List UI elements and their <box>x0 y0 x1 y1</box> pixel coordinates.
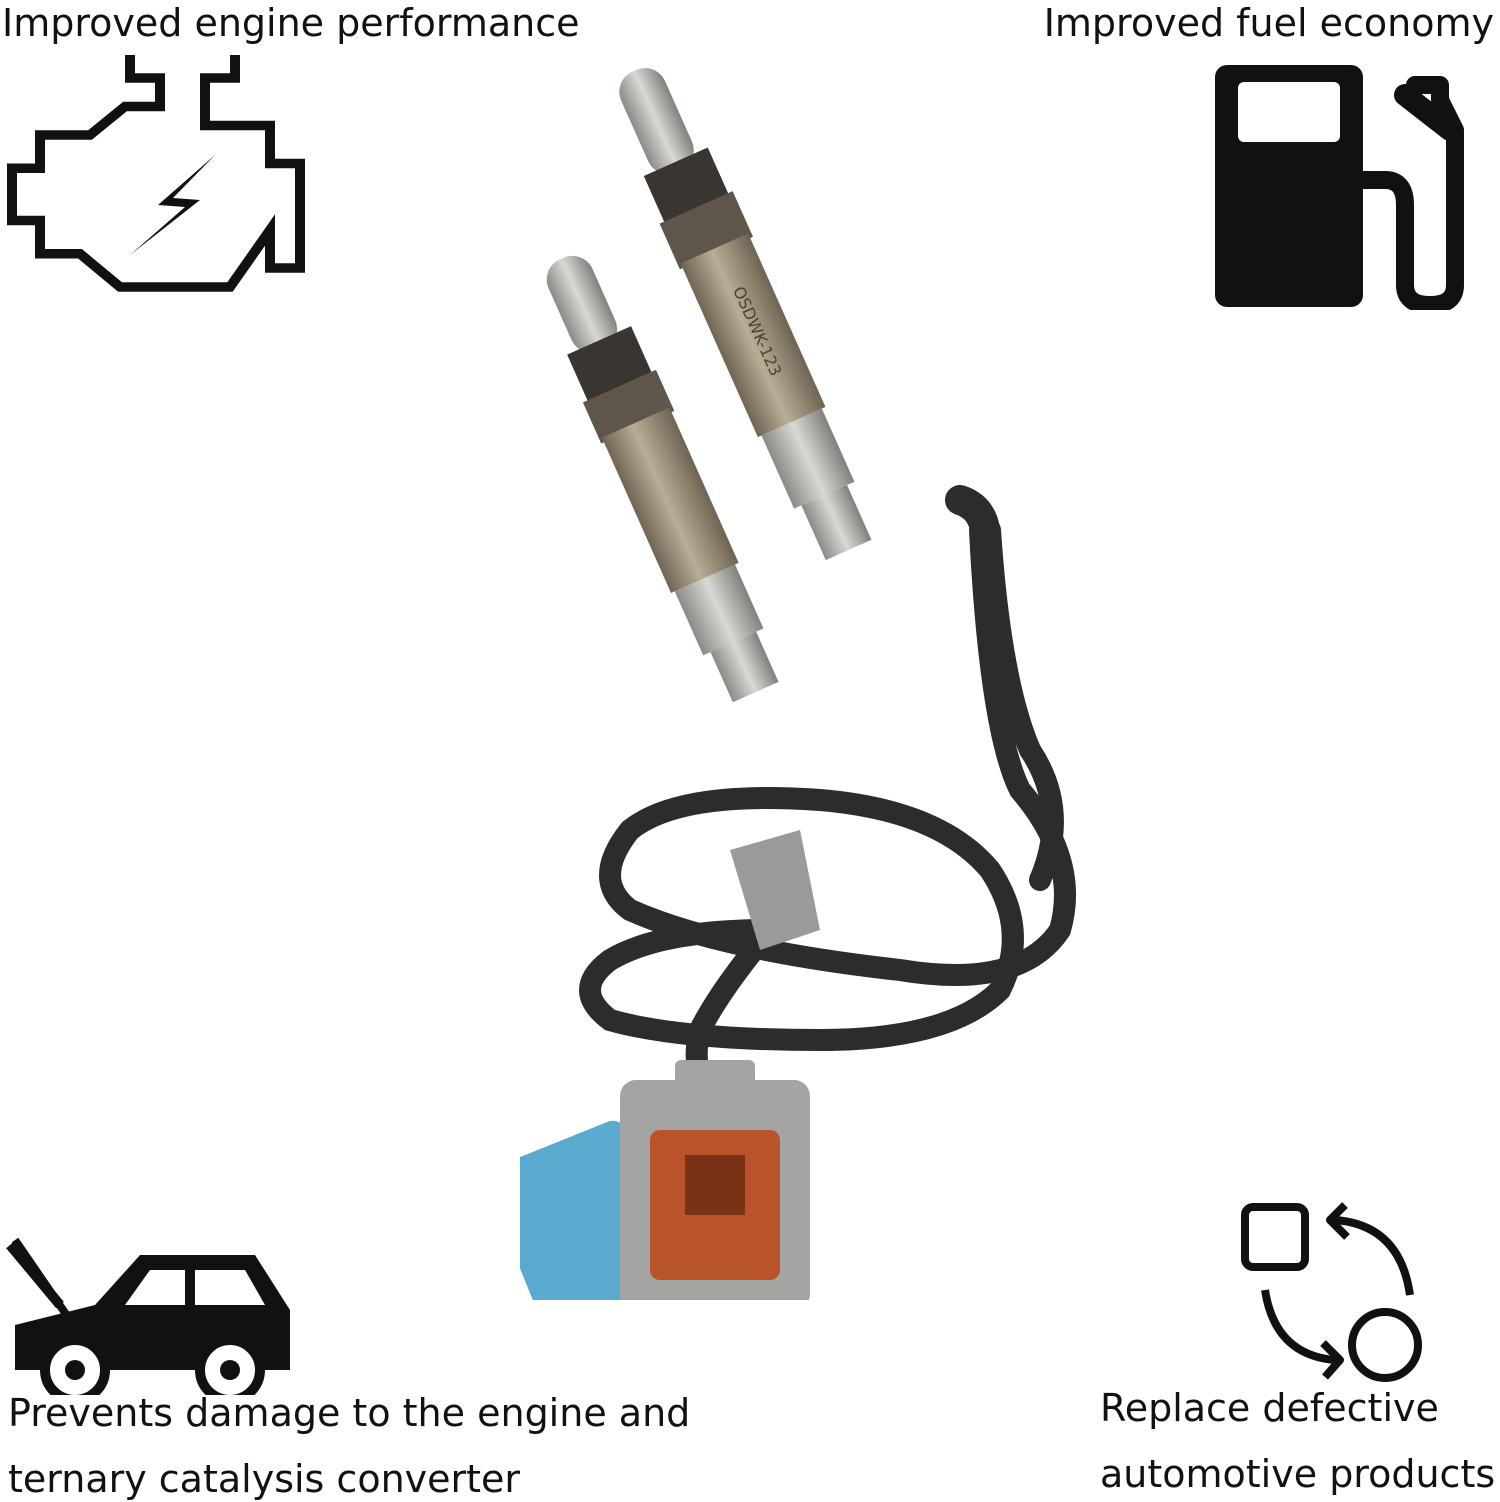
caption-prevents-damage: Prevents damage to the engine and ternar… <box>8 1390 690 1502</box>
caption-replace-defective-line2: automotive products <box>1100 1452 1496 1496</box>
oxygen-sensor-product-image: OSDWK-123 <box>520 68 1076 1300</box>
oxygen-sensor-lower <box>546 255 779 703</box>
caption-fuel-economy: Improved fuel economy <box>1043 1 1494 45</box>
caption-engine-performance: Improved engine performance <box>2 1 580 45</box>
electrical-connector <box>520 1060 810 1300</box>
fuel-pump-icon <box>1215 65 1464 310</box>
oxygen-sensor-upper: OSDWK-123 <box>619 68 872 561</box>
caption-prevents-damage-line2: ternary catalysis converter <box>8 1457 521 1501</box>
sensor-cable <box>579 519 1076 1101</box>
engine-icon <box>7 55 305 292</box>
caption-prevents-damage-line1: Prevents damage to the engine and <box>8 1391 691 1435</box>
replace-cycle-icon <box>1241 1202 1422 1382</box>
caption-replace-defective-line1: Replace defective <box>1100 1386 1439 1430</box>
car-hood-open-icon <box>6 1237 290 1395</box>
caption-replace-defective: Replace defective automotive products <box>1100 1385 1495 1497</box>
